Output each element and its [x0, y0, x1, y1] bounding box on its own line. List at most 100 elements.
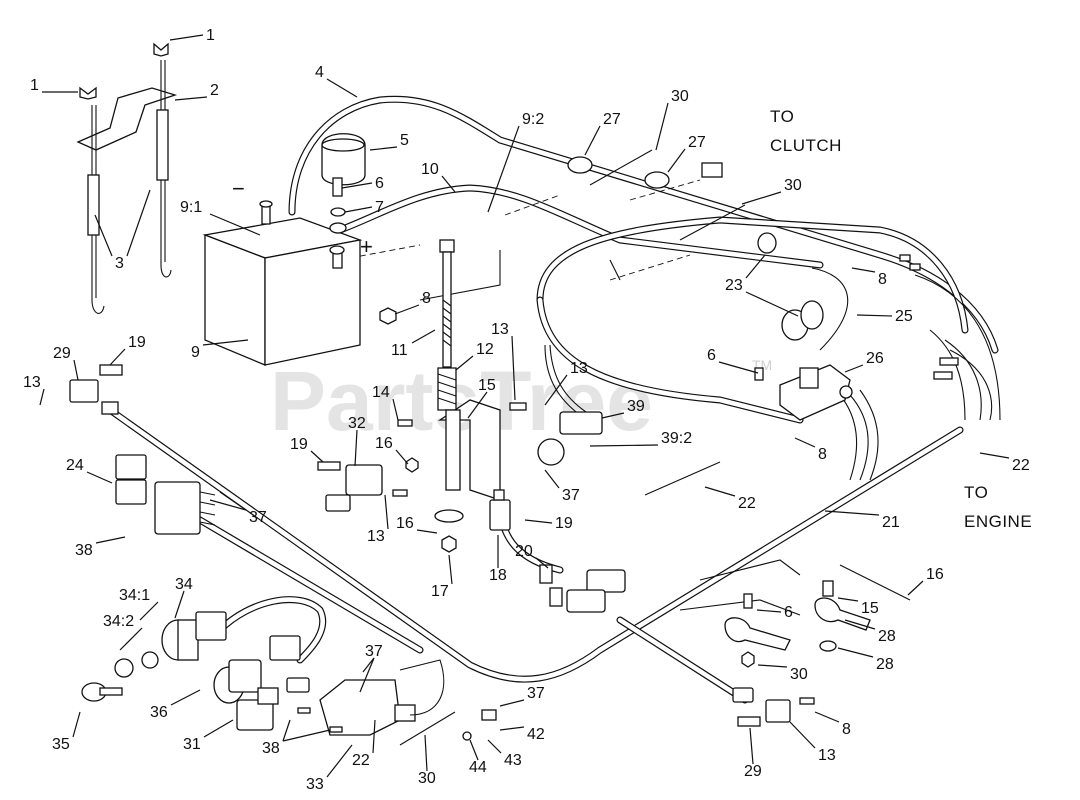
callout-leader	[219, 491, 247, 511]
callout-leader	[749, 727, 754, 765]
callout-label: 8	[878, 271, 887, 288]
callout-leader	[170, 689, 201, 706]
small-hardware	[297, 707, 497, 741]
callout-leader	[837, 647, 874, 658]
callout-label: 15	[478, 377, 496, 394]
callout-label: 44	[469, 759, 487, 776]
callout-leader	[499, 699, 525, 707]
callout-leader	[73, 359, 79, 381]
tension-bolt-spring	[437, 239, 457, 411]
callout-label: 22	[738, 495, 756, 512]
callout-label: 6	[375, 175, 384, 192]
connector-mid-2	[286, 677, 310, 693]
callout-leader	[354, 429, 358, 467]
callout-leader	[341, 182, 373, 189]
callout-label: 26	[866, 350, 884, 367]
callout-label: 34:1	[119, 587, 150, 604]
callout-leader	[544, 374, 568, 406]
callout-leader	[359, 657, 375, 693]
callout-leader	[535, 557, 549, 569]
battery-hold-down	[76, 42, 178, 314]
callout-leader	[584, 125, 601, 156]
callout-leader	[844, 619, 876, 630]
callout-label: 19	[290, 436, 308, 453]
callout-label: 38	[262, 740, 280, 757]
callout-leader	[856, 314, 893, 317]
callout-label: 29	[744, 763, 762, 780]
note-to-engine-line2: ENGINE	[964, 512, 1032, 531]
callout-label: 13	[491, 321, 509, 338]
callout-label: 28	[878, 628, 896, 645]
callout-label: 30	[418, 770, 436, 787]
callout-leader	[126, 189, 151, 257]
callout-leader	[95, 536, 126, 544]
connector-right	[732, 687, 815, 727]
callout-label: 19	[555, 515, 573, 532]
callout-label: 16	[375, 435, 393, 452]
callout-leader	[589, 444, 659, 447]
switch-bracket	[434, 399, 501, 553]
callout-label: 18	[489, 567, 507, 584]
callout-leader	[814, 711, 840, 723]
callout-label: 37	[527, 685, 545, 702]
callout-label: 16	[396, 515, 414, 532]
callout-label: 37	[365, 643, 383, 660]
connector-left	[69, 364, 123, 415]
callout-leader	[394, 304, 420, 315]
callout-leader	[209, 499, 247, 511]
engine-connectors	[899, 254, 959, 380]
callout-label: 6	[707, 347, 716, 364]
callout-leader	[209, 213, 261, 236]
callout-leader	[326, 744, 353, 778]
callout-label: 30	[671, 88, 689, 105]
grommets	[399, 149, 911, 746]
callout-leader	[469, 739, 479, 761]
callout-leader	[109, 348, 126, 366]
switch-31	[236, 687, 279, 731]
callout-label: 42	[527, 726, 545, 743]
switch-18	[489, 489, 511, 531]
callout-leader	[203, 719, 234, 738]
clamps-28	[724, 580, 871, 668]
callout-leader	[704, 486, 736, 497]
note-to-clutch-line1: TO	[770, 107, 794, 126]
callout-leader	[282, 729, 331, 742]
negative-terminal-mark: −	[232, 176, 245, 201]
callout-leader	[119, 627, 143, 651]
callout-label: 36	[150, 704, 168, 721]
ignition-switch	[81, 611, 227, 702]
callout-label: 9:1	[180, 199, 202, 216]
callout-leader	[467, 391, 488, 419]
callout-label: 6	[784, 604, 793, 621]
callout-leader	[202, 339, 249, 346]
callout-label: 34	[175, 576, 193, 593]
callout-label: 4	[315, 64, 324, 81]
callout-leader	[282, 719, 291, 742]
callout-label: 38	[75, 542, 93, 559]
callout-leader	[757, 664, 788, 668]
callout-label: 13	[570, 360, 588, 377]
terminal-cover	[321, 133, 366, 186]
callout-label: 10	[421, 161, 439, 178]
callout-leader	[86, 471, 113, 484]
callout-label: 33	[306, 776, 324, 793]
callout-leader	[174, 96, 208, 101]
bolt-washer-set	[329, 177, 347, 234]
callout-label: 39	[627, 398, 645, 415]
callout-leader	[655, 102, 669, 151]
callout-leader	[411, 329, 436, 344]
callout-leader	[362, 657, 375, 673]
connectors-20	[539, 564, 626, 613]
callout-label: 37	[249, 509, 267, 526]
callout-label: 3	[115, 255, 124, 272]
callout-leader	[344, 206, 373, 213]
interlock-switch-32	[317, 461, 383, 512]
callout-label: 27	[603, 111, 621, 128]
callout-label: 1	[206, 27, 215, 44]
callout-label: 24	[66, 457, 84, 474]
callout-label: 20	[515, 543, 533, 560]
callout-leader	[441, 175, 456, 193]
callout-leader	[169, 34, 204, 41]
